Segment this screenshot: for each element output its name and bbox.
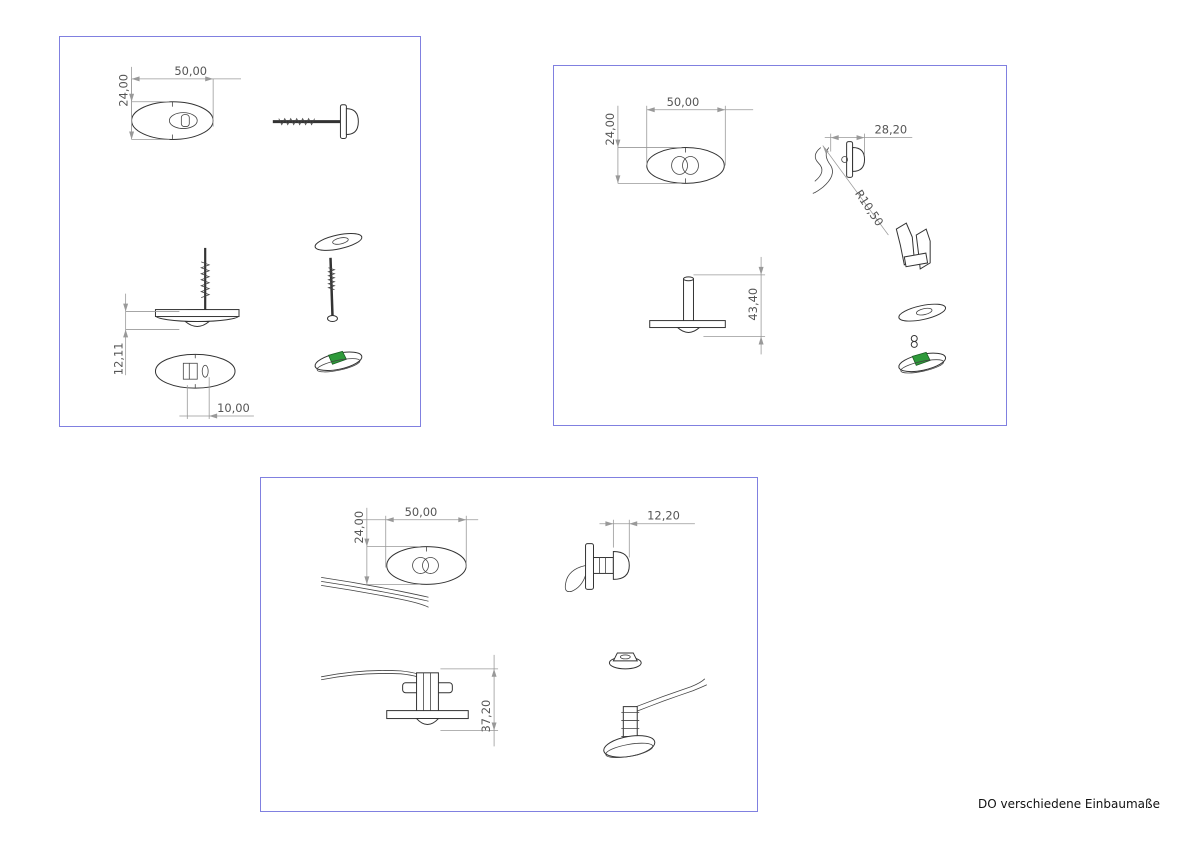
nail-elevation-view [154, 247, 240, 327]
depth-dimension: 12,11 [112, 293, 180, 375]
stem-label: 43,40 [746, 288, 760, 321]
stem-side-view [649, 276, 726, 334]
nut-part [910, 335, 918, 348]
screw-part [327, 257, 338, 322]
sheet-1-drawing: 50,00 24,00 [112, 64, 363, 419]
height-label: 24,00 [603, 113, 617, 146]
housing-with-cable-3d [603, 678, 707, 758]
stem-label: 37,20 [479, 700, 493, 733]
width-label: 50,00 [174, 64, 207, 78]
side-view-with-cable [812, 141, 866, 194]
protrusion-label: 28,20 [874, 123, 907, 137]
nut-part-3d [608, 652, 642, 670]
cap-part-3d [314, 233, 363, 251]
sheet-3-drawing: 50,00 24,00 12,20 [321, 505, 707, 758]
caption: DO verschiedene Einbaumaße [978, 797, 1160, 811]
height-label: 24,00 [117, 74, 131, 107]
height-label: 24,00 [352, 511, 366, 544]
offset-dimension: 10,00 [179, 377, 254, 419]
oval-top-view [646, 147, 725, 184]
depth-label: 12,11 [112, 342, 126, 375]
width-label: 50,00 [667, 95, 700, 109]
housing-part-green [898, 351, 947, 374]
stem-side-view [321, 670, 469, 726]
width-label: 50,00 [405, 505, 438, 519]
clip-part [895, 222, 931, 270]
drawing-sheet-1: 50,00 24,00 [59, 36, 421, 427]
drawing-sheet-3: 50,00 24,00 12,20 [260, 477, 758, 812]
offset-label: 10,00 [217, 401, 250, 415]
nail-side-view [272, 104, 359, 140]
housing-part-green [314, 350, 363, 373]
stem-dimension: 43,40 [693, 256, 766, 355]
protrusion-dimension: 28,20 [824, 123, 913, 156]
height-dimension: 24,00 [603, 105, 682, 184]
stem-dimension: 37,20 [440, 654, 499, 747]
oval-top-view [131, 101, 214, 141]
cap-part-3d [898, 303, 947, 322]
sheet-2-drawing: 50,00 24,00 28,20 [603, 95, 947, 374]
width-dimension: 50,00 [646, 95, 754, 166]
oval-bottom-view [154, 353, 236, 389]
height-dimension: 24,00 [352, 507, 421, 585]
side-view-with-cable [564, 543, 630, 593]
protrusion-dimension: 12,20 [599, 509, 695, 558]
drawing-sheet-2: 50,00 24,00 28,20 [553, 65, 1007, 426]
height-dimension: 24,00 [117, 66, 170, 140]
radius-label: R10,50 [852, 187, 886, 229]
oval-top-view-with-cable [321, 546, 467, 608]
protrusion-label: 12,20 [647, 509, 680, 523]
width-dimension: 50,00 [356, 505, 479, 568]
